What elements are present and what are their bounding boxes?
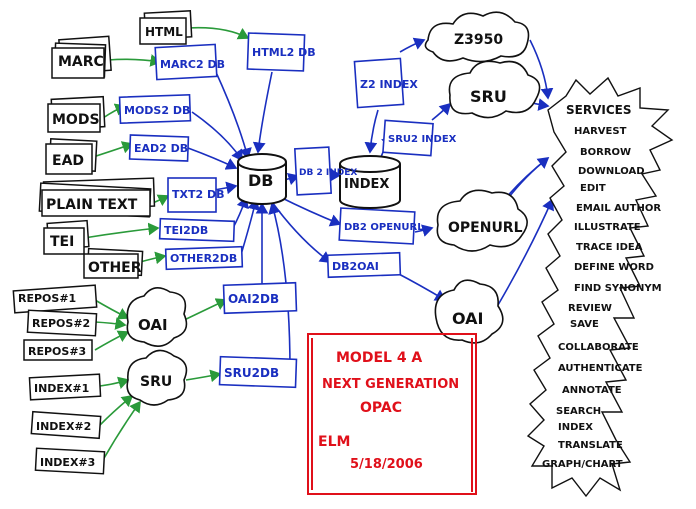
source-tei (43, 219, 90, 255)
services-starburst (526, 76, 674, 498)
sru-top-cloud-label: SRU (470, 87, 507, 106)
service-item: EMAIL AUTHOR (576, 203, 661, 214)
model-note-box (307, 333, 477, 495)
z2index-label: Z2 INDEX (360, 78, 418, 91)
service-item: TRACE IDEA (576, 242, 643, 253)
marc2db-label: MARC2 DB (160, 58, 225, 71)
service-item: BORROW (580, 147, 631, 158)
source-tei-label: TEI (50, 234, 74, 250)
source-other (83, 247, 144, 279)
source-ead-label: EAD (52, 153, 84, 169)
source-plain-text-label: PLAIN TEXT (46, 197, 138, 213)
mods2db-label: MODS2 DB (124, 104, 190, 117)
service-item: SEARCH (556, 406, 601, 417)
source-marc (51, 35, 112, 79)
service-item: HARVEST (574, 126, 627, 137)
source-ead (45, 138, 98, 175)
z3950-cloud-label: Z3950 (454, 32, 503, 48)
openurl-cloud-label: OPENURL (448, 220, 523, 236)
service-item: GRAPH/CHART (542, 459, 623, 470)
sru-in-cloud-label: SRU (140, 374, 172, 390)
note-line3: OPAC (360, 400, 402, 416)
oai-in-cloud-label: OAI (138, 316, 168, 334)
db-cylinder (237, 153, 287, 205)
services-title: SERVICES (566, 103, 631, 117)
service-item: REVIEW (568, 303, 612, 314)
source-marc-label: MARC (58, 54, 104, 70)
note-line2: NEXT GENERATION (322, 377, 459, 392)
service-item: ILLUSTRATE (574, 222, 641, 233)
index-2-label: INDEX#2 (36, 420, 91, 433)
index-cylinder (339, 155, 401, 209)
service-item: INDEX (558, 422, 593, 433)
converter-boxes (118, 32, 434, 389)
service-item: SAVE (570, 319, 599, 330)
repos-3-label: REPOS#3 (28, 345, 86, 358)
cloud-shapes (126, 11, 541, 406)
oai-out-cloud-label: OAI (452, 309, 484, 328)
repos-stack (12, 284, 98, 361)
service-item: ANNOTATE (562, 385, 622, 396)
db2index-label: DB 2 INDEX (299, 168, 357, 178)
index-label: INDEX (344, 177, 389, 192)
service-item: DEFINE WORD (574, 262, 654, 273)
source-plain-text (38, 177, 156, 218)
source-html (139, 10, 193, 45)
source-connectors (83, 26, 250, 461)
service-item: DOWNLOAD (578, 166, 645, 177)
txt2db-label: TXT2 DB (172, 188, 225, 201)
index-stack (28, 373, 106, 475)
source-mods (47, 95, 106, 133)
sru2index-label: SRU2 INDEX (388, 134, 457, 145)
ead2db-label: EAD2 DB (134, 142, 188, 155)
html2db-label: HTML2 DB (252, 46, 316, 59)
oai2db-label: OAI2DB (228, 292, 279, 306)
index-1-label: INDEX#1 (34, 382, 89, 395)
service-item: TRANSLATE (558, 440, 623, 451)
db2oai-label: DB2OAI (332, 260, 379, 273)
repos-2-label: REPOS#2 (32, 317, 90, 330)
db-label: DB (248, 171, 273, 190)
other2db-label: OTHER2DB (170, 252, 237, 265)
db2openurl-label: DB2 OPENURL (344, 222, 424, 233)
sru2db-label: SRU2DB (224, 366, 279, 380)
note-date: 5/18/2006 (350, 457, 423, 472)
note-author: ELM (318, 434, 350, 450)
index-3-label: INDEX#3 (40, 456, 95, 469)
service-item: COLLABORATE (558, 342, 639, 353)
source-other-label: OTHER (88, 260, 142, 276)
repos-1-label: REPOS#1 (18, 292, 76, 305)
source-mods-label: MODS (52, 112, 100, 128)
service-item: AUTHENTICATE (558, 363, 643, 374)
service-item: EDIT (580, 183, 606, 194)
tei2db-label: TEI2DB (164, 224, 208, 237)
note-line1: MODEL 4 A (336, 350, 422, 366)
source-html-label: HTML (145, 25, 183, 39)
service-item: FIND SYNONYM (574, 283, 662, 294)
services-list: HARVEST BORROW DOWNLOAD EDIT EMAIL AUTHO… (542, 126, 662, 470)
